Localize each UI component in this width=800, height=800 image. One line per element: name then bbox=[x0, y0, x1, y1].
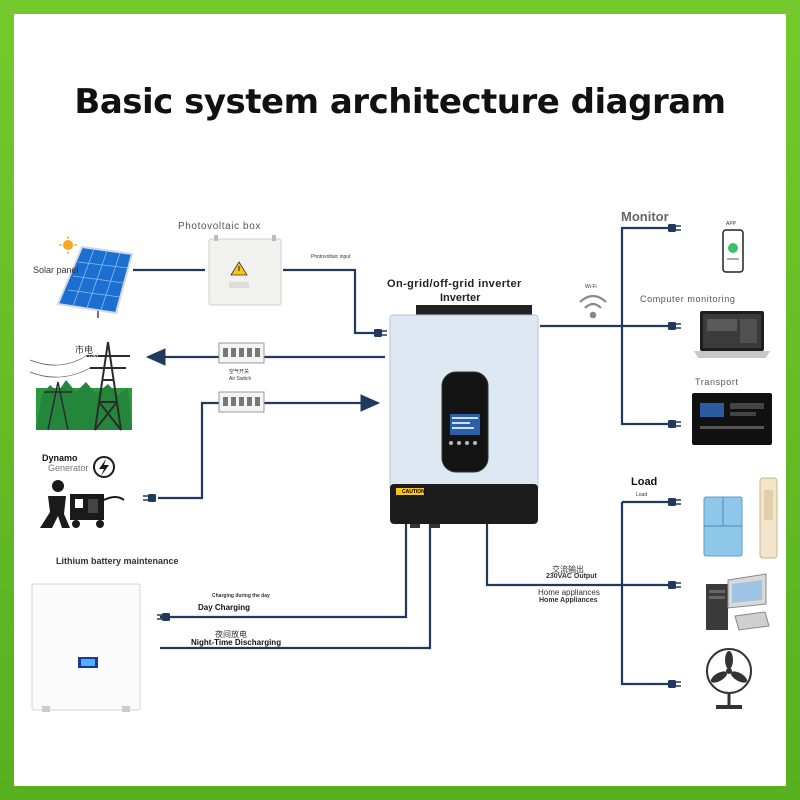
wire-generator-inverter bbox=[158, 394, 381, 500]
inverter-label: On-grid/off-grid inverter bbox=[387, 278, 522, 290]
plug-icon bbox=[142, 493, 157, 503]
plug-icon bbox=[373, 328, 388, 338]
battery-title: Lithium battery maintenance bbox=[56, 556, 179, 566]
plug-icon bbox=[667, 580, 682, 590]
solar-panel-label: Solar panel bbox=[33, 265, 79, 275]
transmission-tower-icon bbox=[29, 341, 132, 431]
breaker-label-cn: 空气开关 bbox=[229, 369, 250, 375]
dynamo-label: Dynamo bbox=[42, 453, 78, 463]
load-title: Load bbox=[631, 476, 658, 488]
plug-icon bbox=[156, 612, 171, 622]
lightning-icon bbox=[93, 456, 115, 478]
plug-icon bbox=[667, 223, 682, 233]
wire-ac-output bbox=[485, 524, 622, 587]
sun-icon bbox=[63, 240, 73, 250]
wifi-label: Wi-Fi bbox=[585, 284, 597, 290]
wire-load-bus bbox=[620, 502, 672, 686]
wifi-icon bbox=[579, 294, 607, 319]
wire-pvbox-inverter bbox=[283, 268, 378, 335]
grid-label-cn: 市电 bbox=[75, 345, 94, 355]
inverter-warning-label: CAUTION bbox=[402, 489, 425, 495]
plug-icon bbox=[667, 679, 682, 689]
computer-monitoring-label: Computer monitoring bbox=[640, 294, 736, 304]
grid-label-en: Utility Grid bbox=[75, 354, 99, 360]
inverter-icon bbox=[389, 305, 539, 528]
wire-battery-charge bbox=[160, 524, 408, 619]
display-icon bbox=[692, 393, 772, 445]
ac-output-en: 230VAC Output bbox=[546, 573, 597, 580]
solar-panel-icon bbox=[56, 236, 134, 318]
wires bbox=[133, 226, 672, 686]
plug-icon bbox=[667, 321, 682, 331]
computer-icon bbox=[706, 573, 770, 631]
load-sub-label: Load bbox=[636, 492, 648, 498]
air-conditioner-icon bbox=[759, 477, 778, 559]
breaker-label-en: Air Switch bbox=[229, 376, 252, 382]
plug-icon bbox=[667, 497, 682, 507]
junction-box-icon bbox=[208, 235, 282, 306]
pv-input-label: Photovoltaic input bbox=[311, 254, 351, 260]
wire-battery-discharge bbox=[160, 524, 432, 650]
fridge-icon bbox=[703, 496, 743, 557]
fan-icon bbox=[706, 648, 752, 709]
breaker-icon bbox=[218, 342, 265, 364]
monitor-label: Monitor bbox=[621, 209, 669, 224]
transport-label: Transport bbox=[695, 377, 739, 387]
app-label: APP bbox=[726, 221, 737, 227]
laptop-icon bbox=[694, 311, 770, 358]
night-label-en: Night-Time Discharging bbox=[191, 638, 282, 647]
charge-small-label: Charging during the day bbox=[212, 593, 270, 599]
ac-output-cn: 交流输出 bbox=[552, 565, 584, 574]
pv-box-label: Photovoltaic box bbox=[178, 221, 261, 232]
home-appliances-sub-label: Home Appliances bbox=[539, 597, 598, 604]
wire-monitor-transport bbox=[620, 326, 672, 426]
generator-label: Generator bbox=[48, 463, 89, 473]
home-appliances-label: Home appliances bbox=[538, 588, 600, 597]
phone-icon bbox=[722, 229, 744, 273]
wire-monitor-app bbox=[540, 226, 672, 328]
inverter-sub-label: Inverter bbox=[440, 292, 481, 304]
generator-icon bbox=[40, 456, 125, 528]
battery-icon bbox=[31, 583, 141, 712]
plug-icon bbox=[667, 419, 682, 429]
breaker-icon bbox=[218, 391, 265, 413]
night-label-cn: 夜间放电 bbox=[215, 630, 247, 639]
page-title: Basic system architecture diagram bbox=[74, 82, 726, 122]
day-charging-label: Day Charging bbox=[198, 603, 251, 612]
